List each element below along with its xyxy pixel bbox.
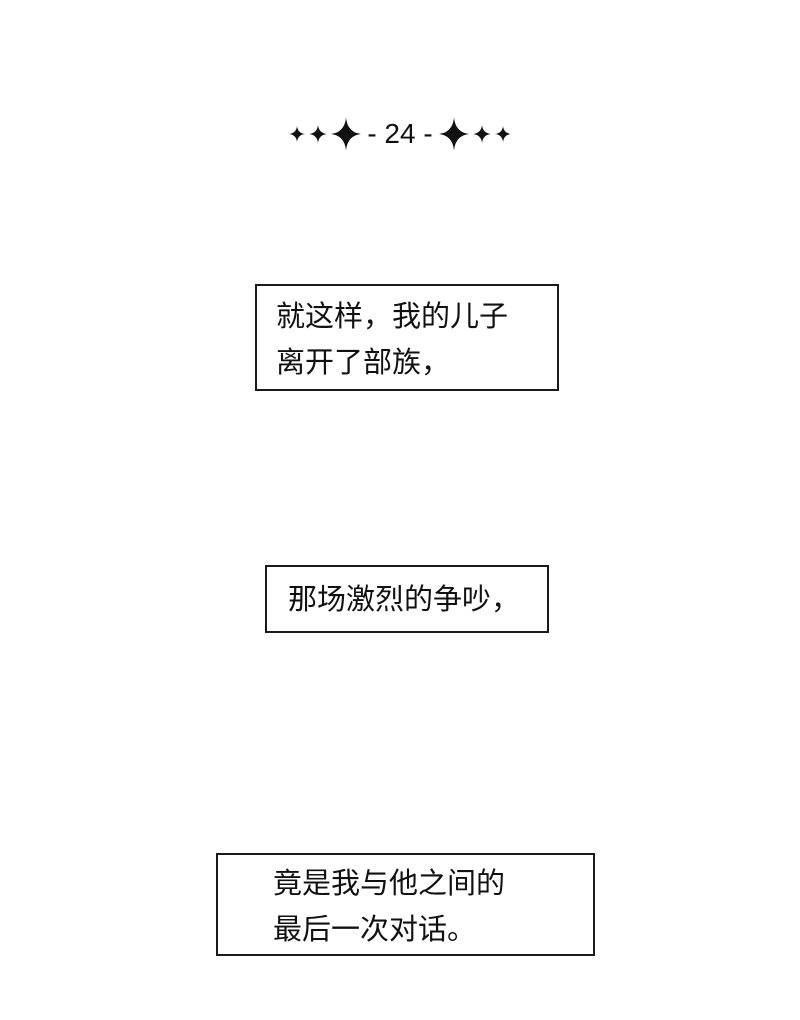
caption-box: 就这样，我的儿子 离开了部族，: [255, 284, 559, 391]
caption-line: 最后一次对话。: [273, 912, 477, 946]
caption-line: 那场激烈的争吵，: [288, 582, 521, 616]
small-star-icon: [472, 125, 491, 143]
large-star-icon: [331, 117, 362, 151]
chapter-number: - 24 -: [367, 118, 433, 149]
small-star-icon: [289, 126, 306, 142]
large-star-icon: [438, 117, 469, 151]
caption-box: 竟是我与他之间的 最后一次对话。: [216, 853, 595, 956]
small-star-icon: [494, 126, 511, 142]
small-star-icon: [309, 125, 328, 143]
caption-line: 就这样，我的儿子: [276, 299, 509, 333]
caption-box: 那场激烈的争吵，: [265, 565, 549, 633]
caption-line: 离开了部族，: [276, 345, 451, 379]
chapter-header: - 24 -: [0, 112, 800, 156]
caption-line: 竟是我与他之间的: [273, 866, 506, 900]
